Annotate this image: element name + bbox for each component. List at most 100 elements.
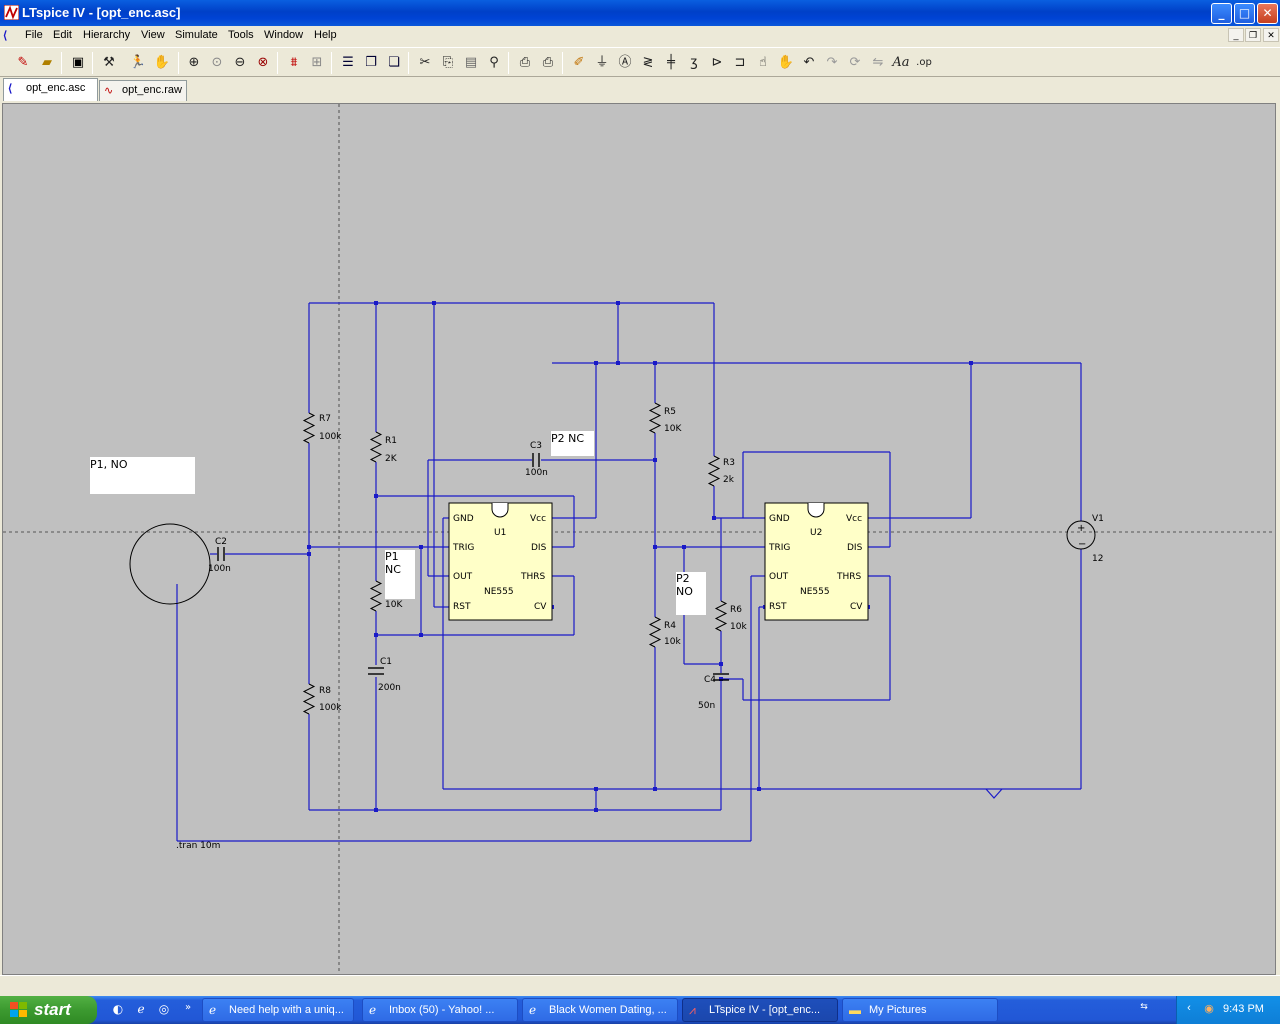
zoom-pan-icon[interactable]: ⊙ — [211, 55, 223, 70]
find-icon[interactable]: ⚲ — [489, 55, 499, 70]
u2-ne555[interactable]: GND Vcc U2 TRIG DIS OUT THRS NE555 RST C… — [764, 502, 869, 621]
capacitor-c4[interactable] — [713, 673, 729, 681]
media-player-icon[interactable]: ◎ — [158, 1002, 170, 1016]
tab-opt-enc-asc[interactable]: ⟨ opt_enc.asc — [3, 78, 98, 101]
v1-voltage-source[interactable]: + − — [1066, 520, 1096, 550]
resistor-r7[interactable] — [302, 412, 316, 444]
menu-simulate[interactable]: Simulate — [175, 29, 218, 41]
menu-hierarchy[interactable]: Hierarchy — [83, 29, 131, 41]
close-button[interactable]: ✕ — [1257, 3, 1278, 24]
note-box-p2-no — [676, 572, 706, 615]
component-icon[interactable]: ⊐ — [734, 55, 746, 70]
task-ltspice[interactable]: ⩘ LTspice IV - [opt_enc... — [682, 998, 838, 1022]
print-icon[interactable]: ⎙ — [542, 55, 554, 70]
capacitor-c2[interactable] — [217, 547, 225, 561]
task-black-women-dating[interactable]: ℯ Black Women Dating, ... — [522, 998, 678, 1022]
task-yahoo-inbox[interactable]: ℯ Inbox (50) - Yahoo! ... — [362, 998, 518, 1022]
show-desktop-icon[interactable]: ◐ — [112, 1002, 124, 1016]
halt-icon[interactable]: ✋ — [153, 55, 171, 70]
task-label: LTspice IV - [opt_enc... — [709, 1004, 821, 1016]
save-icon[interactable]: ▣ — [71, 55, 85, 70]
resistor-r3[interactable] — [707, 455, 721, 487]
copy-icon[interactable]: ⎘ — [442, 55, 454, 70]
ltspice-app-icon[interactable] — [4, 5, 19, 20]
menu-file[interactable]: File — [25, 29, 43, 41]
resistor-r2[interactable] — [369, 580, 383, 612]
internet-explorer-icon[interactable]: ℯ — [137, 1002, 145, 1016]
switch-circle[interactable] — [129, 523, 211, 605]
spice-directive-icon[interactable]: .op — [916, 57, 932, 68]
wire-icon[interactable]: ✐ — [573, 55, 585, 70]
note-box-p1-no — [90, 457, 195, 494]
u1-notch — [491, 503, 509, 518]
open-icon[interactable]: ▰ — [42, 55, 52, 70]
quicklaunch-overflow-icon[interactable]: » — [184, 1002, 192, 1013]
wire-junction — [653, 545, 657, 549]
resistor-r8[interactable] — [302, 683, 316, 715]
diode-icon[interactable]: ⊳ — [711, 55, 723, 70]
ground-icon[interactable]: ⏚ — [595, 55, 609, 70]
u2-part: NE555 — [800, 587, 830, 597]
task-my-pictures[interactable]: ▬ My Pictures — [842, 998, 998, 1022]
schematic-canvas[interactable]: P1, NO P2 NC P1 NC P2 NO R7 100k R8 100k… — [2, 103, 1276, 975]
menu-window[interactable]: Window — [264, 29, 304, 41]
schematic-doc-icon[interactable]: ⟨ — [3, 30, 8, 42]
start-button[interactable]: start — [0, 996, 97, 1024]
menu-help[interactable]: Help — [314, 29, 337, 41]
control-panel-icon[interactable]: ⚒ — [103, 55, 115, 70]
taskbar: start ◐ ℯ ◎ » ℯ Need help with a uniq...… — [0, 996, 1280, 1024]
resistor-icon[interactable]: ≷ — [642, 55, 654, 70]
cut-icon[interactable]: ✂ — [419, 55, 431, 70]
wire-junction — [374, 808, 378, 812]
resistor-r4[interactable] — [648, 616, 662, 648]
u1-ne555[interactable]: GND Vcc U1 TRIG DIS OUT THRS NE555 RST C… — [448, 502, 553, 621]
autorange-icon[interactable]: ⩩ — [290, 55, 298, 70]
u1-pin-vcc: Vcc — [530, 514, 546, 524]
tab-opt-enc-raw[interactable]: ∿ opt_enc.raw — [99, 80, 187, 101]
capacitor-c3[interactable] — [532, 453, 540, 467]
task-need-help[interactable]: ℯ Need help with a uniq... — [202, 998, 354, 1022]
zoom-in-icon[interactable]: ⊕ — [188, 55, 200, 70]
new-schematic-icon[interactable]: ✎ — [17, 55, 29, 70]
text-icon[interactable]: Aa — [892, 55, 910, 70]
tile-icon[interactable]: ❏ — [388, 55, 400, 70]
maximize-button[interactable]: □ — [1234, 3, 1255, 24]
network-tray-icon[interactable]: ⇆ — [1140, 1002, 1148, 1012]
redo-icon[interactable]: ↷ — [826, 55, 838, 70]
inductor-icon[interactable]: ʒ — [690, 55, 698, 70]
resistor-r1[interactable] — [369, 431, 383, 463]
print-setup-icon[interactable]: ⎙ — [519, 55, 531, 70]
capacitor-c1[interactable] — [368, 667, 384, 675]
zoom-fit-icon[interactable]: ⊗ — [257, 55, 269, 70]
schematic-drawing[interactable]: P1, NO P2 NC P1 NC P2 NO R7 100k R8 100k… — [3, 104, 1276, 975]
drag-icon[interactable]: ✋ — [777, 55, 795, 70]
tran-directive[interactable]: .tran 10m — [176, 841, 220, 851]
mdi-minimize-button[interactable]: _ — [1228, 28, 1244, 42]
move-icon[interactable]: ☝ — [759, 55, 767, 70]
paste-icon[interactable]: ▤ — [464, 55, 478, 70]
resistor-r5[interactable] — [648, 402, 662, 434]
r1-name: R1 — [385, 436, 397, 446]
undo-icon[interactable]: ↶ — [803, 55, 815, 70]
minimize-button[interactable]: _ — [1211, 3, 1232, 24]
mdi-restore-button[interactable]: ❐ — [1245, 28, 1261, 42]
tray-app-icon[interactable]: ◉ — [1204, 1003, 1214, 1015]
menu-edit[interactable]: Edit — [53, 29, 72, 41]
c4-value: 50n — [698, 701, 715, 711]
resistor-r6[interactable] — [714, 600, 728, 632]
menu-view[interactable]: View — [141, 29, 165, 41]
mirror-icon[interactable]: ⇋ — [872, 55, 884, 70]
tile-horizontal-icon[interactable]: ☰ — [342, 55, 354, 70]
run-icon[interactable]: 🏃 — [129, 55, 147, 70]
capacitor-icon[interactable]: ╪ — [667, 55, 675, 70]
menu-tools[interactable]: Tools — [228, 29, 254, 41]
mdi-close-button[interactable]: ✕ — [1263, 28, 1279, 42]
zoom-out-icon[interactable]: ⊖ — [234, 55, 246, 70]
label-icon[interactable]: Ⓐ — [618, 55, 632, 70]
tray-expand-icon[interactable]: ‹ — [1187, 1002, 1191, 1014]
rotate-icon[interactable]: ⟳ — [849, 55, 861, 70]
fit-plot-icon[interactable]: ⊞ — [311, 55, 323, 70]
wire-junction — [594, 787, 598, 791]
c3-name: C3 — [530, 441, 542, 451]
cascade-icon[interactable]: ❐ — [365, 55, 377, 70]
